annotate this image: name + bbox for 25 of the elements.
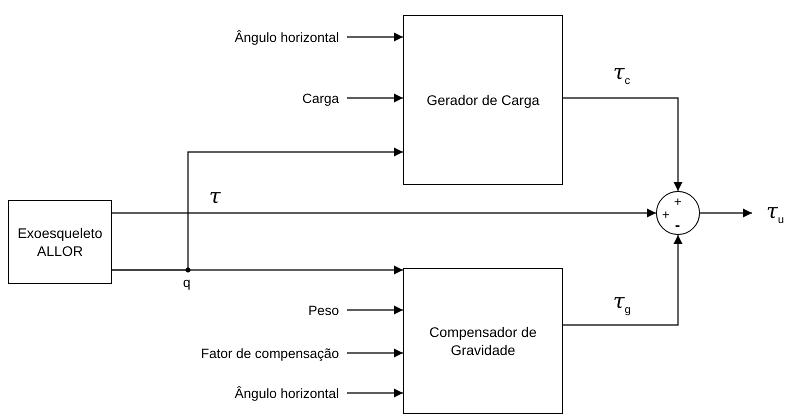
input-label: Fator de compensação — [200, 346, 339, 360]
input-label: Carga — [302, 90, 339, 106]
arrow — [347, 306, 403, 314]
block-label: Gerador de Carga — [426, 90, 540, 110]
arrow — [563, 97, 682, 191]
sign-label: + — [674, 195, 682, 208]
arrow — [347, 388, 403, 398]
process-block — [403, 268, 563, 414]
system-block — [8, 200, 112, 284]
input-label: Ângulo horizontal — [234, 386, 339, 400]
arrow — [347, 348, 403, 358]
arrow — [563, 235, 682, 326]
output-label: τ$_{u}$ — [766, 199, 784, 227]
block-label: Exoesqueleto ALLOR — [16, 224, 104, 260]
process-block — [403, 15, 563, 185]
arrow — [347, 32, 403, 42]
arrow — [347, 94, 403, 102]
arrow — [112, 266, 403, 274]
block-label: Compensador de Gravidade — [428, 322, 538, 360]
arrow — [700, 208, 752, 218]
input-label: Peso — [308, 302, 339, 318]
input-label: Ângulo horizontal — [234, 30, 339, 44]
sign-label: + — [662, 208, 670, 221]
sign-label: - — [675, 218, 680, 233]
arrow — [112, 208, 656, 218]
